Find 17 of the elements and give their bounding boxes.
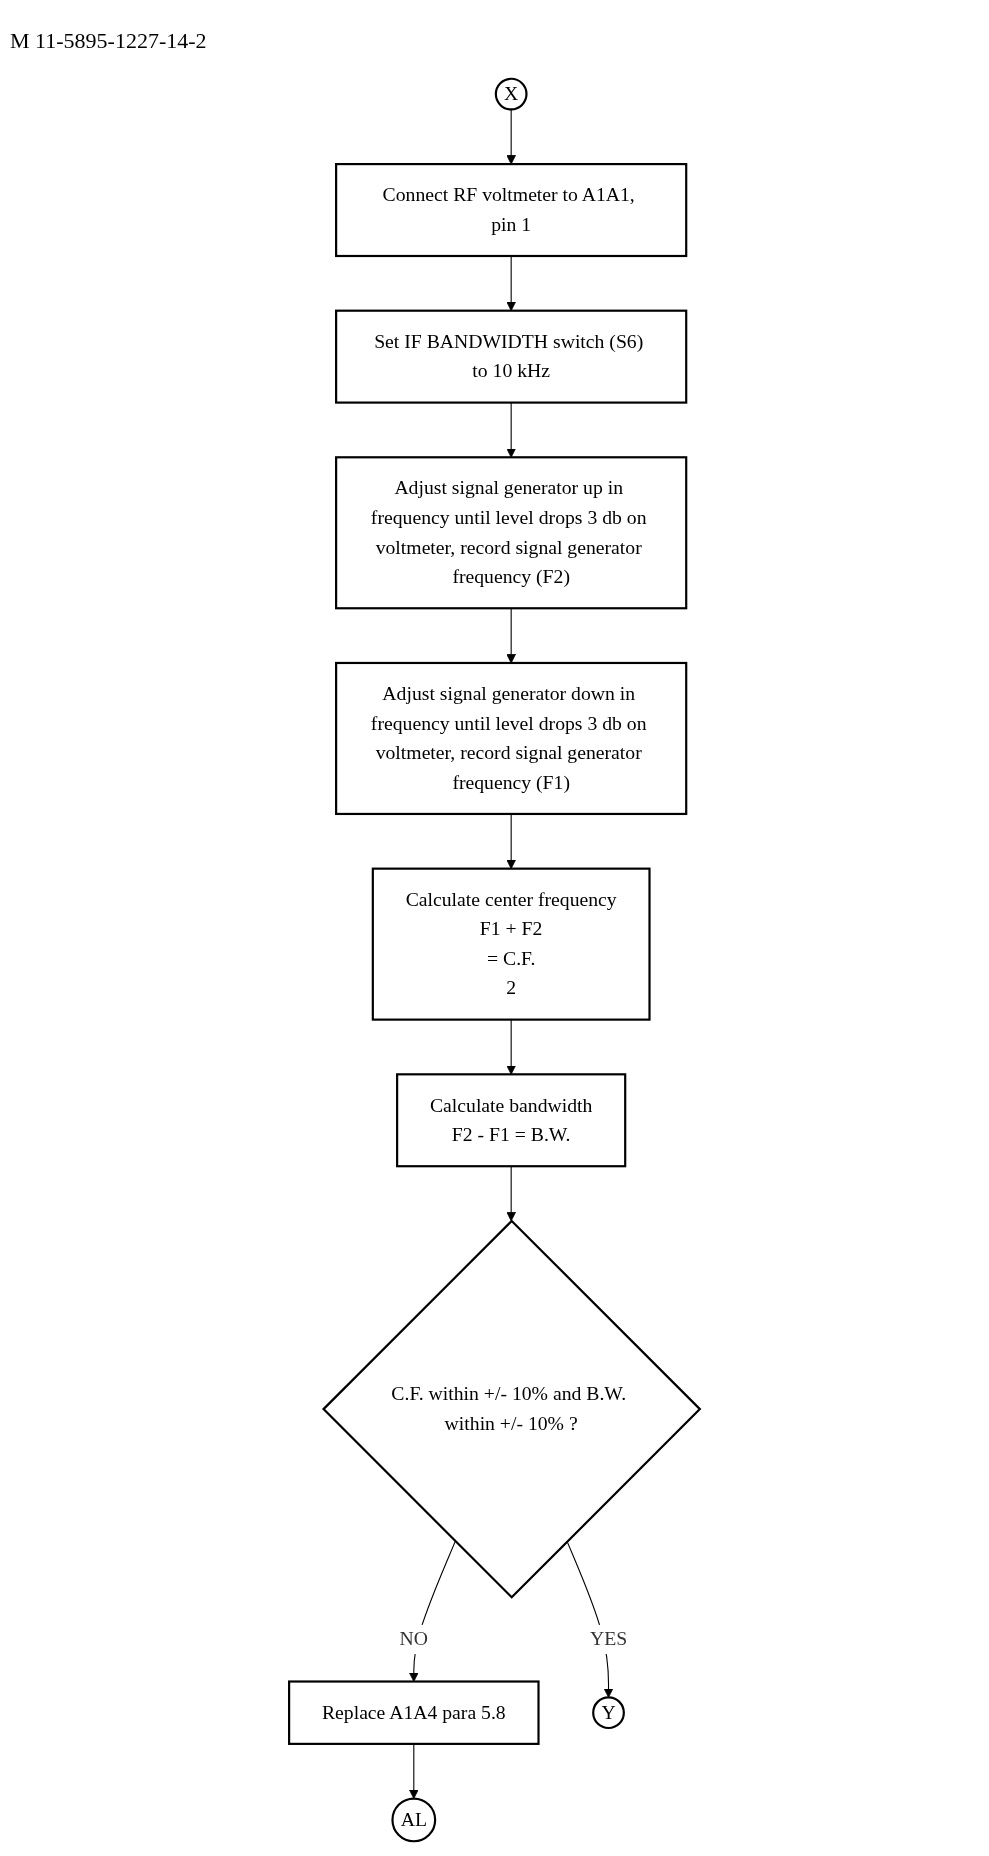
node-box: Connect RF voltmeter to A1A1, pin 1	[335, 163, 688, 258]
arrow	[409, 1743, 419, 1799]
document-number: M 11-5895-1227-14-2	[10, 28, 207, 54]
node-box: Replace A1A4 para 5.8	[288, 1680, 540, 1745]
edge-label: YES	[589, 1627, 628, 1650]
node-circle: X	[494, 77, 528, 111]
node-box: Calculate bandwidth F2 - F1 = B.W.	[396, 1073, 627, 1168]
arrow	[506, 1019, 516, 1075]
node-box: Adjust signal generator down in frequency until level drops 3 db on voltmeter, record signal generator frequency (F1)	[335, 661, 688, 816]
node-diamond: C.F. within +/- 10% and B.W. within +/- 10% ?	[322, 1219, 702, 1599]
node-circle: Y	[592, 1696, 625, 1730]
node-box: Set IF BANDWIDTH switch (S6) to 10 kHz	[335, 309, 688, 404]
edge-label: NO	[399, 1627, 429, 1650]
arrow	[506, 402, 516, 458]
node-box: Calculate center frequency F1 + F2 = C.F. 2	[371, 867, 651, 1021]
node-box: Adjust signal generator up in frequency until level drops 3 db on voltmeter, record signal generator frequency (F2)	[335, 456, 688, 610]
node-circle: AL	[391, 1797, 437, 1843]
